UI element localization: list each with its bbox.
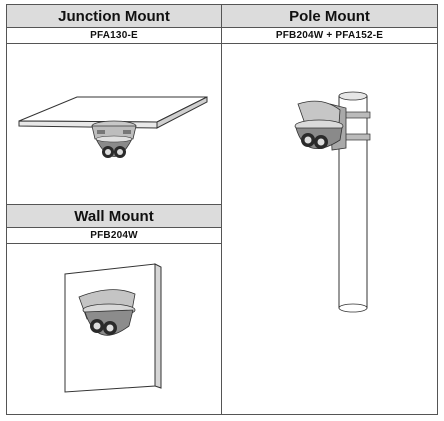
wall-mount-model-row: PFB204W: [6, 228, 222, 244]
mount-accessory-table: Junction Mount PFA130-E Wall Mount PFB: [6, 4, 438, 415]
junction-mount-image-cell: [6, 44, 222, 204]
pole-mount-model: PFB204W + PFA152-E: [275, 30, 384, 41]
junction-mount-title: Junction Mount: [58, 7, 170, 25]
wall-mount-model: PFB204W: [90, 230, 138, 241]
pole-mount-title: Pole Mount: [289, 7, 370, 25]
junction-mount-model-row: PFA130-E: [6, 28, 222, 44]
junction-mount-header: Junction Mount: [6, 4, 222, 28]
junction-mount-model: PFA130-E: [90, 30, 138, 41]
pole-mount-model-row: PFB204W + PFA152-E: [222, 28, 438, 44]
pole-mount-image-cell: [222, 44, 438, 415]
wall-mount-illustration: [64, 263, 162, 393]
ceiling-junction-mount-illustration: [18, 96, 208, 158]
wall-mount-image-cell: [6, 244, 222, 415]
pole-mount-illustration: [294, 91, 371, 313]
wall-mount-title: Wall Mount: [74, 207, 154, 225]
pole-mount-header: Pole Mount: [222, 4, 438, 28]
wall-mount-header: Wall Mount: [6, 204, 222, 228]
